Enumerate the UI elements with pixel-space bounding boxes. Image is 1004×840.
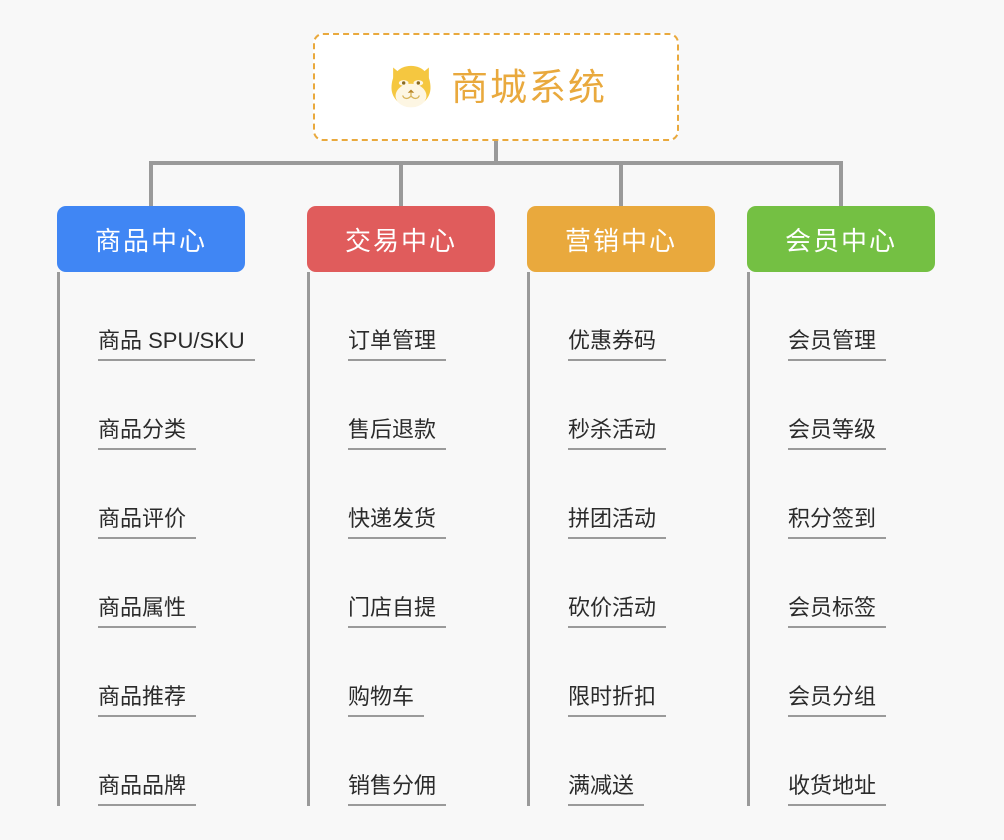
list-item-label: 商品品牌 [98,773,197,806]
list-item[interactable]: 商品分类 [74,361,245,450]
list-item-label: 会员分组 [788,684,887,717]
list-item[interactable]: 满减送 [544,717,715,806]
list-item[interactable]: 积分签到 [764,450,935,539]
leaf-stack-member-center: 会员管理 会员等级 积分签到 会员标签 会员分组 收货地址 [747,272,935,806]
root-node-shopping-mall-system[interactable]: 商城系统 [313,33,679,141]
list-item-label: 订单管理 [348,328,447,361]
list-item-label: 会员等级 [788,417,887,450]
connector-drop-category-1 [149,161,153,208]
list-item[interactable]: 售后退款 [324,361,495,450]
list-item[interactable]: 优惠券码 [544,272,715,361]
connector-drop-category-2 [399,161,403,208]
category-column-marketing-center: 营销中心 优惠券码 秒杀活动 拼团活动 砍价活动 限时折扣 满减送 [527,206,715,806]
category-header-label: 会员中心 [784,225,897,256]
list-item-label: 积分签到 [788,506,887,539]
list-item[interactable]: 会员分组 [764,628,935,717]
list-item-label: 商品属性 [98,595,197,628]
list-item-label: 购物车 [348,684,425,717]
list-item[interactable]: 商品 SPU/SKU [74,272,255,361]
list-item-label: 会员管理 [788,328,887,361]
list-item-label: 满减送 [568,773,645,806]
root-node-title: 商城系统 [451,66,607,108]
list-item-label: 秒杀活动 [568,417,667,450]
connector-horizontal-bus [149,161,842,165]
list-item[interactable]: 收货地址 [764,717,935,806]
list-item[interactable]: 会员管理 [764,272,935,361]
category-header-product-center[interactable]: 商品中心 [57,206,245,272]
leaf-stack-trade-center: 订单管理 售后退款 快递发货 门店自提 购物车 销售分佣 [307,272,495,806]
list-item[interactable]: 砍价活动 [544,539,715,628]
list-item[interactable]: 购物车 [324,628,495,717]
category-header-marketing-center[interactable]: 营销中心 [527,206,715,272]
list-item-label: 商品 SPU/SKU [98,328,255,361]
list-item-label: 商品评价 [98,506,197,539]
list-item-label: 砍价活动 [568,595,667,628]
list-item[interactable]: 快递发货 [324,450,495,539]
category-header-trade-center[interactable]: 交易中心 [307,206,495,272]
list-item[interactable]: 会员等级 [764,361,935,450]
list-item-label: 门店自提 [348,595,447,628]
list-item[interactable]: 销售分佣 [324,717,495,806]
list-item[interactable]: 限时折扣 [544,628,715,717]
list-item-label: 商品推荐 [98,684,197,717]
list-item[interactable]: 订单管理 [324,272,495,361]
list-item-label: 销售分佣 [348,773,447,806]
category-column-member-center: 会员中心 会员管理 会员等级 积分签到 会员标签 会员分组 收货地址 [747,206,935,806]
leaf-stack-product-center: 商品 SPU/SKU 商品分类 商品评价 商品属性 商品推荐 商品品牌 [57,272,255,806]
connector-drop-category-3 [619,161,623,208]
list-item[interactable]: 秒杀活动 [544,361,715,450]
list-item[interactable]: 商品品牌 [74,717,245,806]
connector-root-drop [494,141,498,163]
category-column-product-center: 商品中心 商品 SPU/SKU 商品分类 商品评价 商品属性 商品推荐 商品品牌 [57,206,255,806]
list-item[interactable]: 门店自提 [324,539,495,628]
list-item[interactable]: 商品推荐 [74,628,245,717]
list-item-label: 优惠券码 [568,328,667,361]
category-header-member-center[interactable]: 会员中心 [747,206,935,272]
list-item-label: 商品分类 [98,417,197,450]
list-item-label: 拼团活动 [568,506,667,539]
category-header-label: 商品中心 [94,225,207,256]
list-item[interactable]: 商品评价 [74,450,245,539]
category-column-trade-center: 交易中心 订单管理 售后退款 快递发货 门店自提 购物车 销售分佣 [307,206,495,806]
list-item-label: 收货地址 [788,773,887,806]
list-item[interactable]: 商品属性 [74,539,245,628]
list-item-label: 限时折扣 [568,684,667,717]
leaf-stack-marketing-center: 优惠券码 秒杀活动 拼团活动 砍价活动 限时折扣 满减送 [527,272,715,806]
list-item[interactable]: 会员标签 [764,539,935,628]
connector-drop-category-4 [839,161,843,208]
category-header-label: 营销中心 [564,225,677,256]
shiba-dog-face-icon [385,61,437,113]
list-item[interactable]: 拼团活动 [544,450,715,539]
category-header-label: 交易中心 [344,225,457,256]
list-item-label: 快递发货 [348,506,447,539]
list-item-label: 售后退款 [348,417,447,450]
list-item-label: 会员标签 [788,595,887,628]
